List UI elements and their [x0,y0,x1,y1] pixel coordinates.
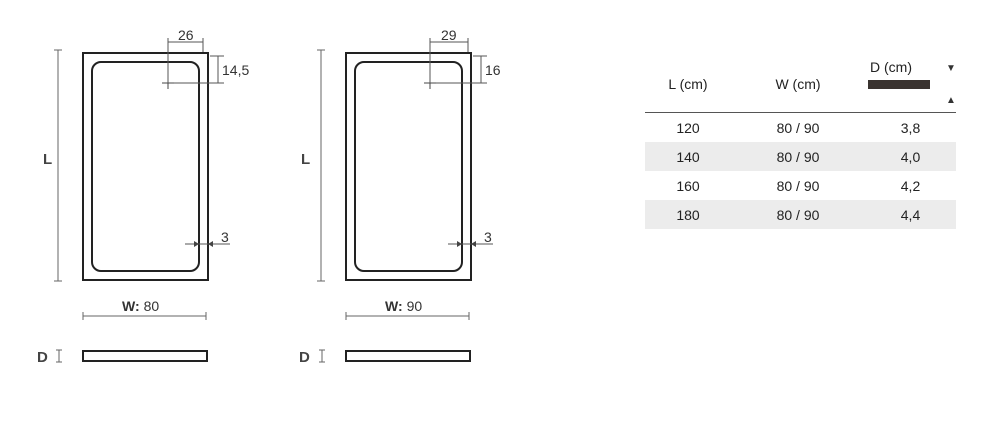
cell-length: 140 [645,142,731,171]
cell-depth: 3,8 [900,119,921,136]
length-label: L [301,151,310,168]
cell-width: 80 / 90 [731,200,865,229]
width-label: W:80 [122,298,159,314]
tray-diagram-right: L 29 16 3 W:90 D [299,27,501,366]
tray-outline [82,52,209,281]
depth-label: D [37,349,48,366]
table-row: 140 80 / 90 4,0 [645,142,956,171]
drain-offset-y-label: 14,5 [222,62,249,78]
table-row: 120 80 / 90 3,8 [645,113,956,143]
tray-profile [82,350,208,362]
cell-length: 180 [645,200,731,229]
depth-bar-icon [868,80,930,89]
header-depth: D (cm) ▼ ▲ [865,56,956,113]
cell-width: 80 / 90 [776,177,820,194]
drain-offset-x-label: 29 [441,27,457,43]
cell-width: 80 / 90 [731,142,865,171]
header-length: L (cm) [645,56,731,113]
table-row: 160 80 / 90 4,2 [645,171,956,200]
table-header-row: L (cm) W (cm) D (cm) ▼ ▲ [645,56,956,113]
rim-width-label: 3 [484,229,492,245]
cell-depth: 4,2 [900,177,921,194]
header-width: W (cm) [731,56,865,113]
arrow-up-icon: ▲ [946,95,956,106]
tray-inner-basin [91,61,200,272]
rim-width-label: 3 [221,229,229,245]
depth-label: D [299,349,310,366]
arrow-down-icon: ▼ [946,63,956,74]
width-label: W:90 [385,298,422,314]
tray-inner-basin [354,61,463,272]
tray-diagram-left: L 26 14,5 3 W:80 D [37,27,249,366]
cell-depth: 4,0 [865,142,956,171]
drain-offset-x-label: 26 [178,27,194,43]
cell-width: 80 / 90 [776,119,820,136]
cell-length: 160 [676,177,700,194]
cell-length: 120 [676,119,700,136]
drain-offset-y-label: 16 [485,62,501,78]
length-label: L [43,151,52,168]
header-depth-label: D (cm) [870,59,912,75]
tray-profile [345,350,471,362]
tray-outline [345,52,472,281]
table-row: 180 80 / 90 4,4 [645,200,956,229]
cell-depth: 4,4 [865,200,956,229]
spec-table: L (cm) W (cm) D (cm) ▼ ▲ 120 80 / 90 3,8… [645,56,956,229]
